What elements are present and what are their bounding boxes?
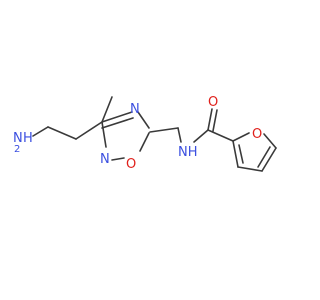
bond-o1-c5 [139,132,150,152]
bond-c2-c3 [75,121,103,140]
bond-furan-c5-c4 [261,147,277,172]
bond-c3-c3ring [101,96,113,123]
structure-diagram: N H 2 N N O NH O O [13,95,277,172]
bond-furan-o-c5 [263,133,277,149]
ring-oxygen-label: O [126,157,136,172]
molecule-canvas: N H 2 N N O NH O O [13,95,277,172]
bond-co-o-double [212,109,218,132]
carbonyl-oxygen-label: O [208,95,218,110]
atom-labels: N H 2 N N O NH O O [13,95,262,172]
bonds [32,96,277,172]
bond-co-furan-c2 [207,129,234,142]
bond-c5-n4 [137,111,150,129]
amide-nh-label: NH [178,145,198,160]
bond-c5-ch2 [149,127,179,133]
bond-co-o [207,108,213,131]
furan-oxygen-label: O [252,127,262,142]
ring-nitrogen-top-label: N [130,102,140,117]
amine-hydrogen-label: H [23,131,33,146]
bond-furan-c3-c2-double [238,144,244,164]
bond-furan-c4-c3 [237,166,263,172]
bond-ch2-nh [177,127,182,143]
bond-c3-n4 [101,111,133,123]
bond-nh-co [193,129,209,143]
amine-subscript-label: 2 [14,144,20,155]
bond-furan-c5-c4-double [257,146,271,168]
bond-c1-c2 [47,126,77,140]
ring-nitrogen-bottom-label: N [100,152,110,167]
bond-c3-n2 [101,121,107,148]
bond-nh2-c1 [32,126,49,137]
bond-n2-o1 [111,157,125,161]
bond-c3-n4-double [101,117,134,129]
bond-furan-c3-c2 [232,140,239,168]
bond-furan-c2-o [232,132,250,142]
amine-nitrogen-label: N [13,131,23,146]
